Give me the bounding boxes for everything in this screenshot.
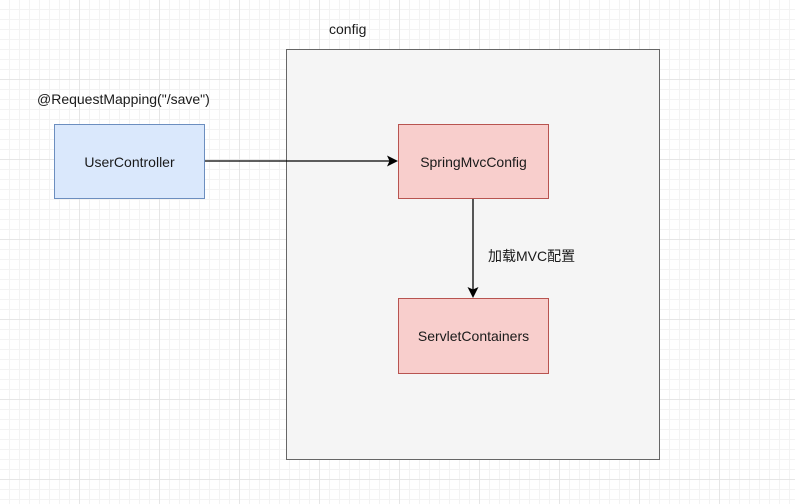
arrowhead-icon	[467, 287, 479, 298]
arrowhead-icon	[387, 155, 398, 167]
request-mapping-annotation: @RequestMapping("/save")	[37, 91, 210, 107]
spring-mvc-config-label: SpringMvcConfig	[420, 153, 527, 170]
edge-label-load-mvc-config: 加载MVC配置	[488, 248, 576, 264]
servlet-containers-node[interactable]: ServletContainers	[398, 298, 549, 374]
config-container-title: config	[329, 21, 367, 37]
user-controller-label: UserController	[84, 153, 175, 170]
spring-mvc-config-node[interactable]: SpringMvcConfig	[398, 124, 549, 199]
servlet-containers-label: ServletContainers	[417, 328, 530, 344]
edge-controller-to-config[interactable]	[205, 155, 398, 167]
user-controller-node[interactable]: UserController	[54, 124, 205, 199]
edge-config-to-containers[interactable]	[467, 199, 479, 298]
